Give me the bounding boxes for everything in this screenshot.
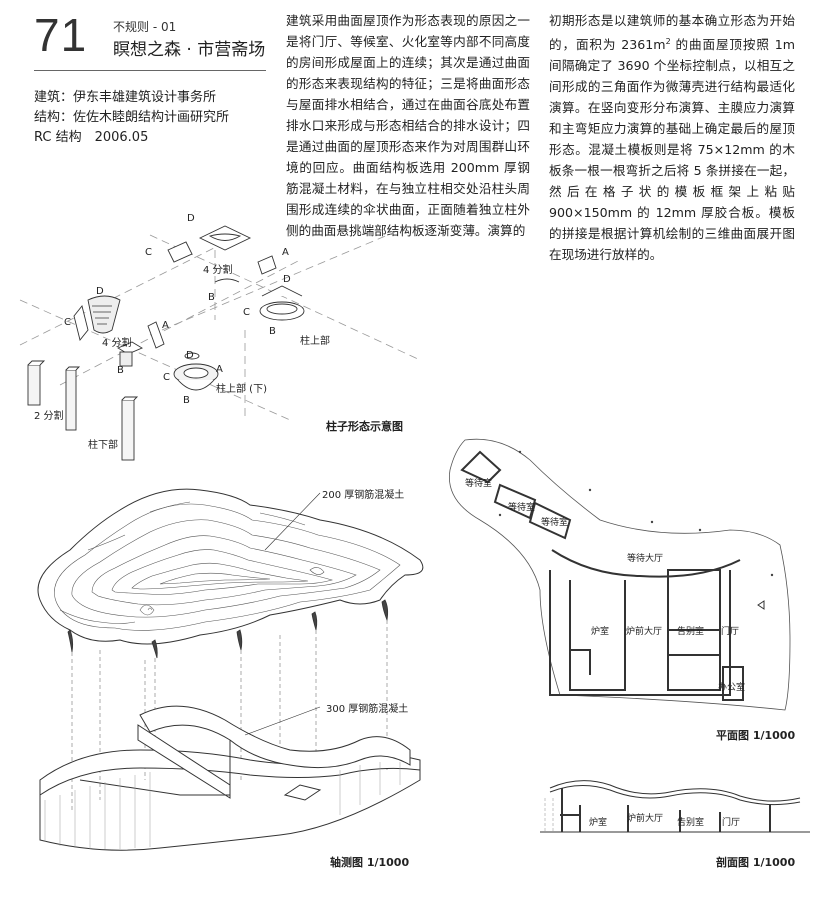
col-label-top: 柱上部 [300, 336, 330, 347]
plan-room-furnace: 炉室 [591, 627, 610, 637]
col-label-a-3: A [216, 364, 223, 375]
axon-roof-label: 200 厚钢筋混凝土 [322, 490, 405, 501]
axonometric-drawing [37, 488, 424, 851]
credit-structure: 结构：佐佐木睦朗结构计画研究所 [34, 110, 230, 125]
col-label-d-4: D [186, 350, 194, 361]
section-room-entrance: 门厅 [722, 818, 741, 828]
col-label-split4-2: 4 分割 [102, 338, 132, 349]
plan-room-office: 办公室 [718, 683, 746, 693]
col-label-d-2: D [283, 274, 291, 285]
plan-room-farewell: 告别室 [677, 627, 705, 637]
col-label-c-4: C [163, 372, 170, 383]
section-room-furnace-hall: 炉前大厅 [627, 814, 664, 824]
plan-caption: 平面图 1/1000 [716, 729, 796, 742]
credit-architect: 建筑：伊东丰雄建筑设计事务所 [34, 90, 217, 105]
axon-caption: 轴测图 1/1000 [330, 856, 410, 869]
col-label-split4-1: 4 分割 [203, 265, 233, 276]
col-label-bottom: 柱下部 [88, 440, 118, 451]
col-label-d-3: D [96, 286, 104, 297]
plan-room-hall: 等待大厅 [627, 554, 664, 564]
col-label-c-1: C [145, 247, 152, 258]
col-label-c-3: C [64, 317, 71, 328]
col-label-c-2: C [243, 307, 250, 318]
col-label-b-3: B [117, 365, 124, 376]
section-drawing [540, 780, 810, 833]
col-label-a-2: A [162, 320, 169, 331]
header-divider [34, 70, 266, 71]
project-category: 不规则 - 01 [113, 20, 177, 34]
plan-room-furnace-hall: 炉前大厅 [626, 627, 663, 637]
project-number: 71 [34, 9, 88, 61]
body-text-column-1: 建筑采用曲面屋顶作为形态表现的原因之一是将门厅、等候室、火化室等内部不同高度的房… [286, 13, 530, 238]
plan-room-wait-3: 等待室 [541, 518, 569, 528]
project-title: 瞑想之森 · 市营斋场 [113, 40, 266, 60]
col-label-b-1: B [208, 292, 215, 303]
col-label-a-1: A [282, 247, 289, 258]
body-text-column-2: 初期形态是以建筑师的基本确立形态为开始的，面积为 2361m2 的曲面屋顶按照 … [549, 13, 795, 263]
col-label-split2: 2 分割 [34, 411, 64, 422]
plan-room-wait-1: 等待室 [465, 479, 493, 489]
section-caption: 剖面图 1/1000 [716, 856, 796, 869]
column-diagram-caption: 柱子形态示意图 [326, 420, 403, 433]
plan-room-entrance: 门厅 [721, 627, 740, 637]
col-label-b-4: B [183, 395, 190, 406]
col-label-d-1: D [187, 213, 195, 224]
column-form-diagram [19, 225, 421, 461]
credit-type-date: RC 结构 2006.05 [34, 130, 149, 145]
col-label-b-2: B [269, 326, 276, 337]
axon-wall-label: 300 厚钢筋混凝土 [326, 704, 409, 715]
col-label-top-lower: 柱上部 (下) [216, 384, 267, 395]
floor-plan [448, 438, 791, 711]
section-room-furnace: 炉室 [589, 818, 608, 828]
plan-room-wait-2: 等待室 [508, 503, 536, 513]
section-room-farewell: 告别室 [677, 818, 705, 828]
